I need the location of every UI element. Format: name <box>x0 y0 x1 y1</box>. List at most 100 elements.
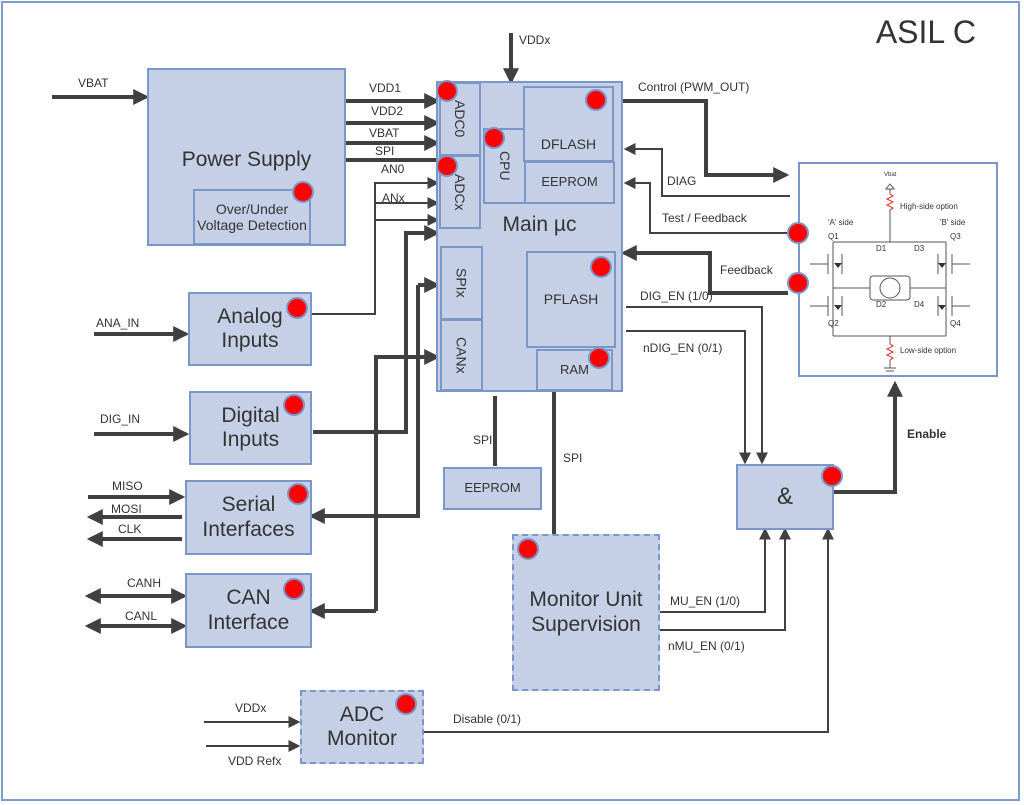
label-clk: CLK <box>118 522 142 536</box>
ov-uv-label: Over/Under Voltage Detection <box>197 200 307 233</box>
d3-label: D3 <box>914 244 925 253</box>
spix-block[interactable]: SPIx <box>440 246 483 320</box>
adcx-block[interactable]: ADCx <box>439 155 481 229</box>
ram-label: RAM <box>560 361 589 377</box>
b-side-label: 'B' side <box>940 218 966 227</box>
adc-monitor-label: ADC Monitor <box>326 702 398 750</box>
serial-interfaces-label: Serial Interfaces <box>202 493 295 541</box>
high-side-label: High-side option <box>900 202 958 211</box>
ov-uv-detection-block[interactable]: Over/Under Voltage Detection <box>193 189 311 245</box>
safety-marker <box>517 538 539 560</box>
wire-ndig-en <box>626 330 751 465</box>
q3-label: Q3 <box>950 232 961 241</box>
d4-label: D4 <box>914 300 925 309</box>
high-side-resistor <box>885 193 895 211</box>
wire-nmu-en <box>660 527 791 631</box>
label-anx: ANx <box>382 191 405 205</box>
low-side-label: Low-side option <box>900 346 957 355</box>
wire-feedback <box>620 245 788 295</box>
label-spi-ps: SPI <box>375 144 395 158</box>
label-miso: MISO <box>112 479 143 493</box>
eeprom-internal-label: EEPROM <box>541 174 598 190</box>
vbat-symbol <box>884 183 896 190</box>
adc0-label: ADC0 <box>452 100 469 138</box>
h-bridge-panel[interactable]: Vbat High-side option 'A' side 'B' side … <box>798 162 998 377</box>
wire-can-bus <box>374 349 441 611</box>
wire-digital-to-uc <box>313 225 441 434</box>
safety-marker <box>787 272 809 294</box>
adcx-label: ADCx <box>452 173 469 211</box>
wire-diag <box>623 143 790 197</box>
wire-enable <box>834 380 903 494</box>
wire-control <box>622 99 790 183</box>
low-side-resistor <box>885 343 895 361</box>
d2-label: D2 <box>876 300 887 309</box>
label-spi-monitor: SPI <box>563 451 583 465</box>
h-bridge-schematic <box>810 183 970 372</box>
label-ana-in: ANA_IN <box>96 316 140 330</box>
label-vbat-out: VBAT <box>369 126 400 140</box>
analog-inputs-block[interactable]: Analog Inputs <box>188 292 312 366</box>
monitor-unit-label: Monitor Unit Supervision <box>529 588 643 636</box>
wire-disable <box>424 527 834 733</box>
wire-mu-en <box>660 527 771 613</box>
label-vbat-in: VBAT <box>78 76 109 90</box>
safety-marker <box>287 483 309 505</box>
label-diag: DIAG <box>667 174 697 188</box>
safety-marker <box>286 297 308 319</box>
can-interface-label: CAN Interface <box>207 586 290 634</box>
digital-inputs-label: Digital Inputs <box>221 403 280 451</box>
safety-marker <box>283 578 305 600</box>
q2-label: Q2 <box>828 319 839 328</box>
safety-marker <box>590 256 612 278</box>
asil-title: ASIL C <box>875 14 976 50</box>
safety-marker <box>588 347 610 369</box>
label-control: Control (PWM_OUT) <box>638 80 750 94</box>
main-uc-label: Main µc <box>502 213 577 236</box>
analog-inputs-label: Analog Inputs <box>217 304 283 352</box>
digital-inputs-block[interactable]: Digital Inputs <box>189 391 312 465</box>
safety-marker <box>585 89 607 111</box>
label-disable: Disable (0/1) <box>453 712 522 726</box>
label-vdd-refx: VDD Refx <box>228 754 282 768</box>
label-dig-en: DIG_EN (1/0) <box>640 289 713 303</box>
label-nmu-en: nMU_EN (0/1) <box>668 639 745 653</box>
spix-label: SPIx <box>453 268 470 298</box>
safety-marker <box>787 222 809 244</box>
label-enable: Enable <box>907 427 947 441</box>
label-an0: AN0 <box>381 162 405 176</box>
safety-marker <box>436 155 458 177</box>
wire-analog-to-uc <box>312 177 440 315</box>
label-vdd2: VDD2 <box>371 104 404 118</box>
safety-marker <box>283 394 305 416</box>
label-canh: CANH <box>127 576 162 590</box>
wire-dig-en <box>626 306 768 465</box>
and-gate-label: & <box>776 483 793 511</box>
cpu-label: CPU <box>497 151 514 181</box>
wire-serial-bus <box>308 285 420 524</box>
and-gate-block[interactable]: & <box>736 464 834 530</box>
q1-label: Q1 <box>828 232 839 241</box>
monitor-unit-block[interactable]: Monitor Unit Supervision <box>512 534 660 691</box>
canx-block[interactable]: CANx <box>440 319 483 391</box>
label-spi-eeprom: SPI <box>473 433 493 447</box>
power-supply-label: Power Supply <box>181 148 312 171</box>
label-test-feedback: Test / Feedback <box>662 211 747 225</box>
label-vddx-top: VDDx <box>519 33 551 47</box>
eeprom-external-label: EEPROM <box>464 480 521 496</box>
safety-marker <box>395 693 417 715</box>
motor-symbol <box>869 275 911 301</box>
pflash-label: PFLASH <box>543 291 599 308</box>
label-mu-en: MU_EN (1/0) <box>670 594 741 608</box>
a-side-label: 'A' side <box>828 218 854 227</box>
d1-label: D1 <box>876 244 887 253</box>
label-canl: CANL <box>125 609 158 623</box>
safety-marker <box>292 181 314 203</box>
safety-marker <box>436 80 458 102</box>
eeprom-external-block[interactable]: EEPROM <box>443 467 542 510</box>
canx-label: CANx <box>453 336 470 374</box>
safety-marker <box>821 465 843 487</box>
eeprom-internal-block[interactable]: EEPROM <box>524 161 615 204</box>
